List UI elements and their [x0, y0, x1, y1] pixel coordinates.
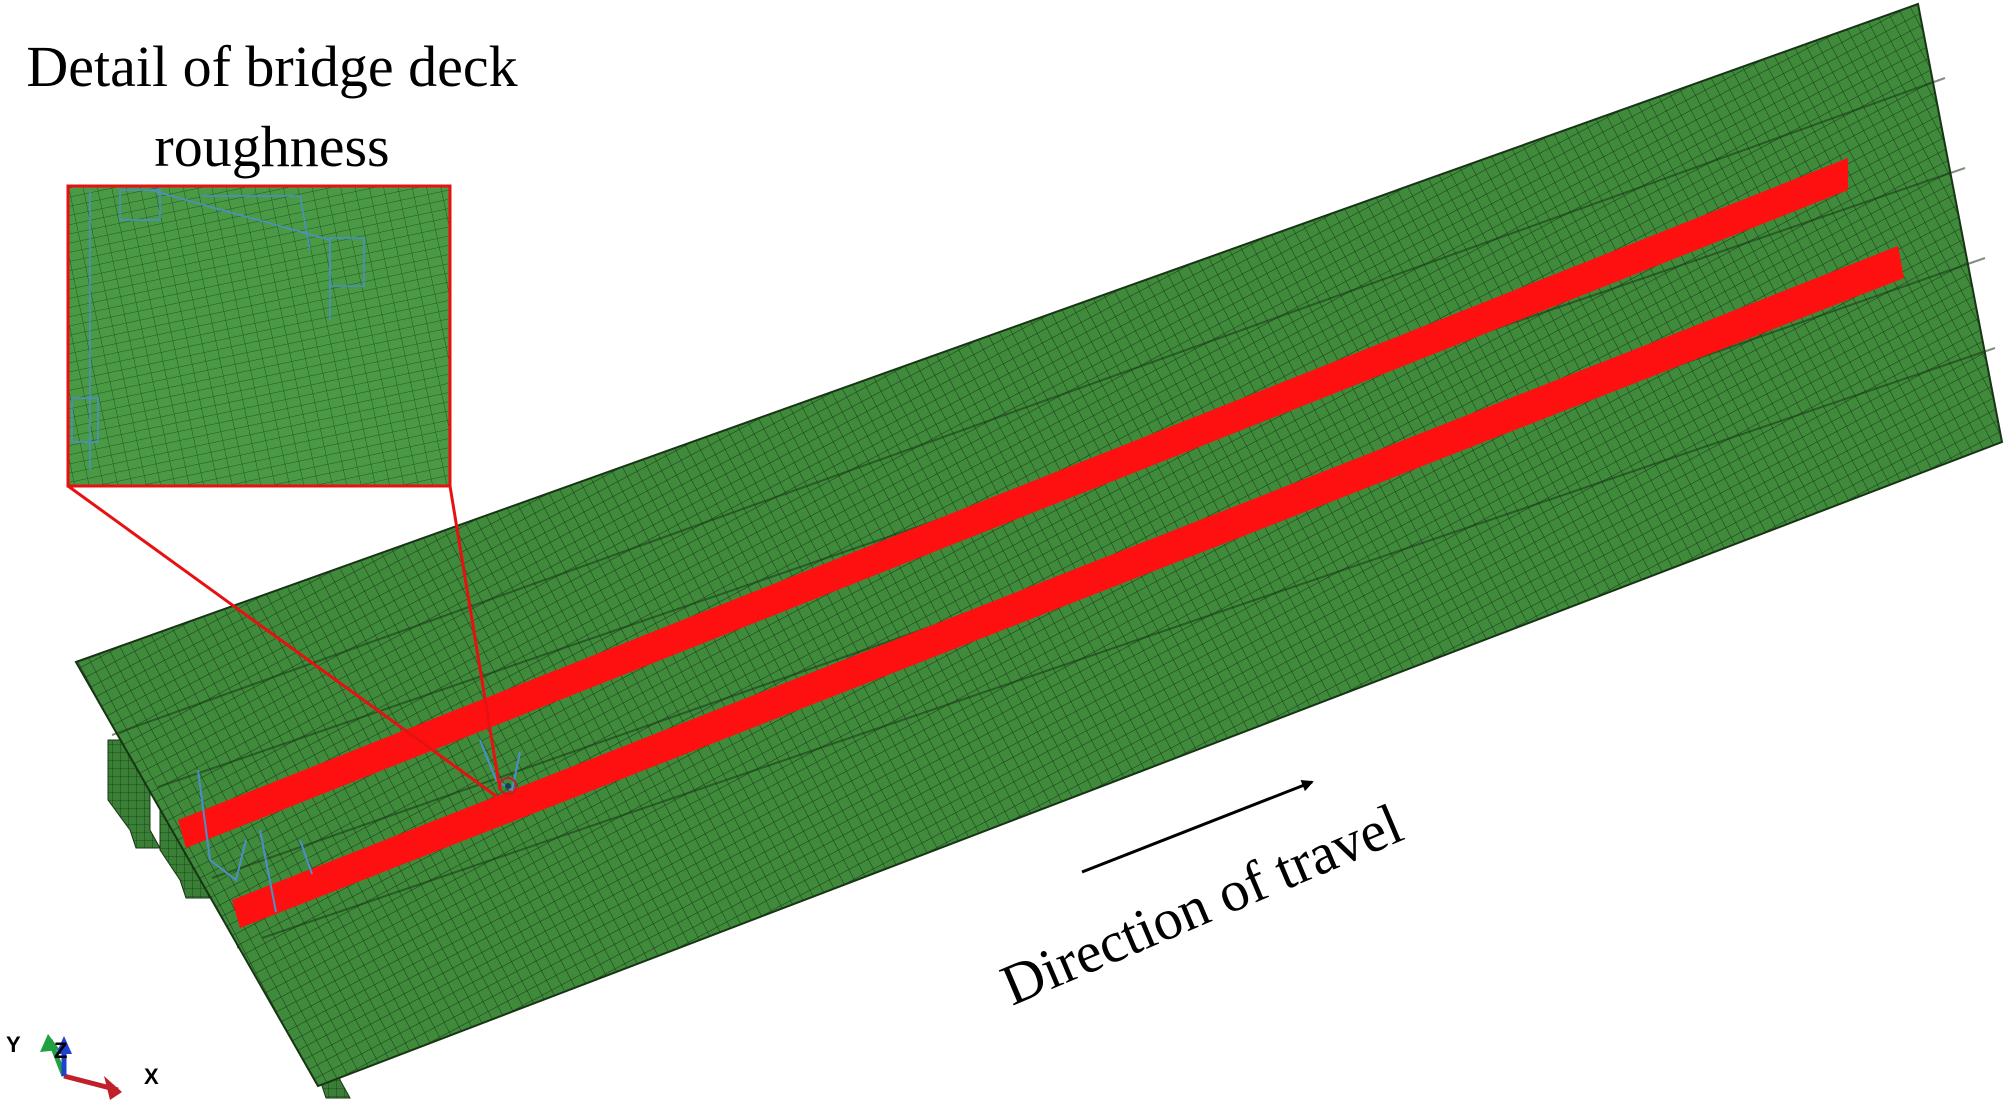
- inset-beam-wires: [71, 189, 365, 470]
- vehicle-wireframe: [197, 739, 521, 913]
- triad-x-label: X: [144, 1064, 159, 1089]
- inset-callout-lines: [67, 484, 502, 798]
- bridge-deck: [74, 2, 2004, 1088]
- wheel-paths: [178, 158, 1904, 928]
- wheel-path-left: [178, 158, 1848, 848]
- wheel-path-right: [232, 246, 1904, 928]
- triad-z-label: Z: [54, 1038, 67, 1063]
- travel-arrow: [1081, 780, 1314, 874]
- inset-caption-line2: roughness: [154, 114, 389, 179]
- inset-caption-line1: Detail of bridge deck: [26, 34, 517, 99]
- inset-frame: [66, 184, 452, 488]
- roughness-inset: [66, 184, 452, 488]
- axis-triad: Y Z X: [6, 1032, 159, 1100]
- triad-y-label: Y: [6, 1032, 21, 1057]
